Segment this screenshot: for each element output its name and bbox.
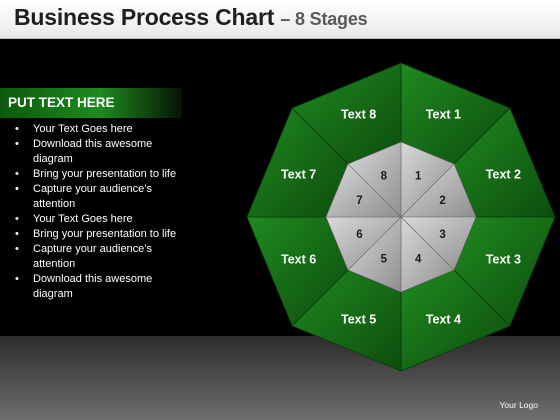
stage-7-label: Text 7 [281,168,316,182]
stage-5-label: Text 5 [341,312,376,326]
text-panel-heading-label: PUT TEXT HERE [8,95,115,110]
stage-1-number: 1 [415,170,422,182]
text-panel-heading: PUT TEXT HERE [0,88,182,118]
stage-6-label: Text 6 [281,252,316,266]
stage-1-label: Text 1 [426,108,461,122]
bullet-item: Bring your presentation to life [14,167,184,182]
bullet-item: Your Text Goes here [14,212,184,227]
stage-2-number: 2 [439,195,445,207]
stage-6-number: 6 [356,229,362,241]
bullet-list: Your Text Goes here Download this awesom… [14,122,184,302]
stage-2-label: Text 2 [486,168,521,182]
bullet-item: Download this awesome diagram [14,272,184,302]
stage-4-label: Text 4 [426,312,461,326]
stage-3-number: 3 [439,229,445,241]
floor-gradient [0,336,560,420]
title-subtitle: – 8 Stages [280,9,368,29]
title-main: Business Process Chart [14,4,275,30]
bullet-item: Capture your audience’s attention [14,242,184,272]
stage-4-number: 4 [415,254,422,266]
stage-8-number: 8 [381,170,388,182]
stage-3-label: Text 3 [486,252,521,266]
stage-5-number: 5 [381,254,388,266]
bullet-item: Download this awesome diagram [14,137,184,167]
bullet-item: Bring your presentation to life [14,227,184,242]
stage-8-label: Text 8 [341,108,376,122]
bullet-item: Capture your audience’s attention [14,182,184,212]
stage-8-inner-segment [347,141,402,218]
title-bar: Business Process Chart – 8 Stages [0,0,560,39]
footer-logo: Your Logo [499,400,538,410]
bullet-item: Your Text Goes here [14,122,184,137]
stage-7-number: 7 [356,195,362,207]
page-title: Business Process Chart – 8 Stages [14,4,368,31]
